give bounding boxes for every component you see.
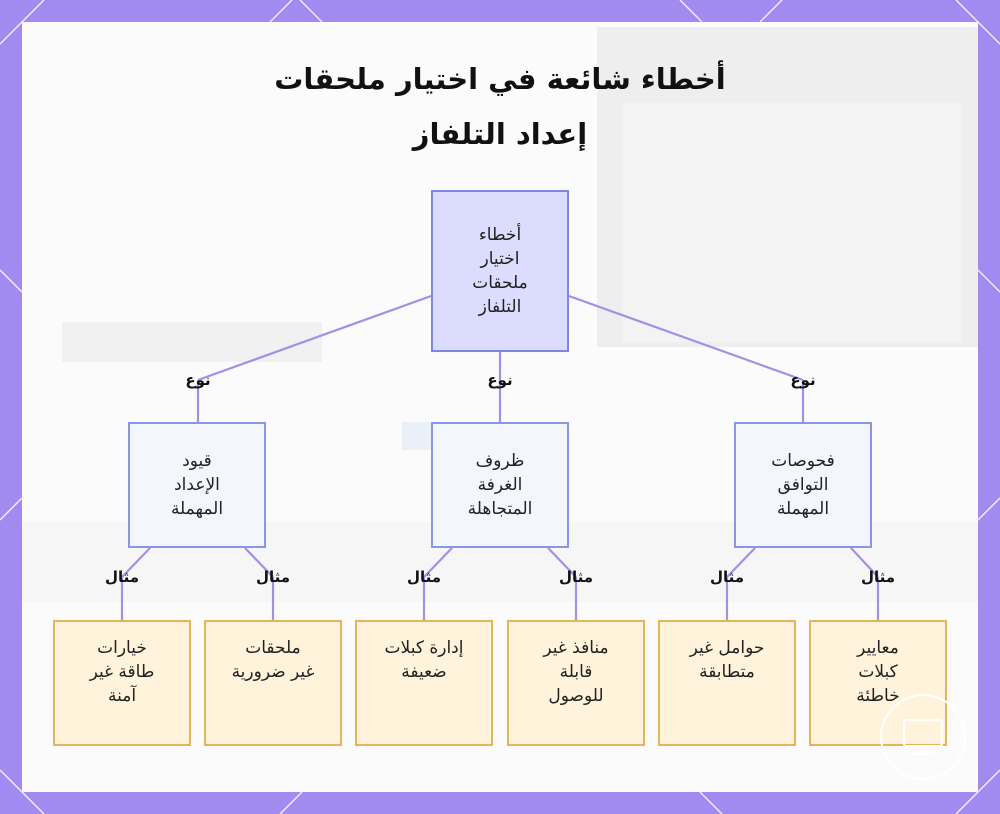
connector-line — [547, 547, 577, 578]
connector-line — [423, 547, 453, 578]
leaf-node-line: طاقة غير — [89, 662, 155, 682]
monitor-icon — [880, 694, 966, 780]
leaf-node-line: ضعيفة — [401, 662, 447, 682]
category-node-line: المتجاهلة — [467, 499, 533, 519]
leaf-node-line: إدارة كبلات — [384, 638, 464, 658]
leaf-node-line: معايير — [857, 638, 899, 658]
category-node-line: الإعداد — [174, 475, 220, 495]
diagram-title-line-2: إعداد التلفاز — [412, 117, 588, 151]
leaf-node-line: للوصول — [548, 686, 604, 706]
edge-label-example: مثال — [709, 568, 745, 586]
leaf-node-line: منافذ غير — [543, 638, 609, 658]
leaf-node-line: ملحقات — [245, 638, 301, 658]
connector-line — [197, 294, 432, 382]
edge-label-example: مثال — [104, 568, 140, 586]
leaf-node-line: خيارات — [97, 638, 147, 658]
edge-label-type: نوع — [185, 371, 211, 389]
edge-label-type: نوع — [790, 371, 816, 389]
leaf-node-line: غير ضرورية — [231, 662, 315, 682]
leaf-node-unnecessary-accessories: ملحقات غير ضرورية — [204, 620, 342, 746]
leaf-node-line: متطابقة — [699, 662, 755, 682]
connector-line — [121, 547, 151, 578]
root-node-line: التلفاز — [478, 297, 522, 317]
edge-label-example: مثال — [860, 568, 896, 586]
root-node: أخطاء اختيار ملحقات التلفاز — [431, 190, 569, 352]
category-node-line: المهملة — [776, 499, 830, 519]
category-node-room-conditions: ظروف الغرفة المتجاهلة — [431, 422, 569, 548]
connector-line — [726, 547, 756, 578]
root-node-line: ملحقات — [472, 273, 528, 293]
leaf-node-line: خاطئة — [856, 686, 900, 706]
edge-label-type: نوع — [487, 371, 513, 389]
category-node-line: المهملة — [170, 499, 224, 519]
leaf-node-line: قابلة — [559, 662, 593, 682]
category-node-line: ظروف — [475, 451, 525, 471]
connector-line — [568, 294, 804, 382]
category-node-line: التوافق — [777, 475, 829, 495]
connector-line — [850, 547, 879, 578]
category-node-line: الغرفة — [477, 475, 523, 495]
category-node-setup-constraints: قيود الإعداد المهملة — [128, 422, 266, 548]
leaf-node-mismatched-mounts: حوامل غير متطابقة — [658, 620, 796, 746]
connector-line — [244, 547, 274, 578]
edge-label-example: مثال — [558, 568, 594, 586]
category-node-compatibility-checks: فحوصات التوافق المهملة — [734, 422, 872, 548]
leaf-node-inaccessible-ports: منافذ غير قابلة للوصول — [507, 620, 645, 746]
leaf-node-line: كبلات — [858, 662, 898, 682]
diagram-title-line-1: أخطاء شائعة في اختيار ملحقات — [274, 62, 726, 96]
leaf-node-line: آمنة — [107, 686, 137, 706]
category-node-line: فحوصات — [771, 451, 835, 471]
root-node-line: اختيار — [480, 249, 520, 269]
leaf-node-poor-cable-management: إدارة كبلات ضعيفة — [355, 620, 493, 746]
leaf-node-unsafe-power: خيارات طاقة غير آمنة — [53, 620, 191, 746]
edge-label-example: مثال — [255, 568, 291, 586]
root-node-line: أخطاء — [478, 225, 522, 245]
category-node-line: قيود — [182, 451, 212, 471]
edge-label-example: مثال — [406, 568, 442, 586]
leaf-node-line: حوامل غير — [689, 638, 765, 658]
